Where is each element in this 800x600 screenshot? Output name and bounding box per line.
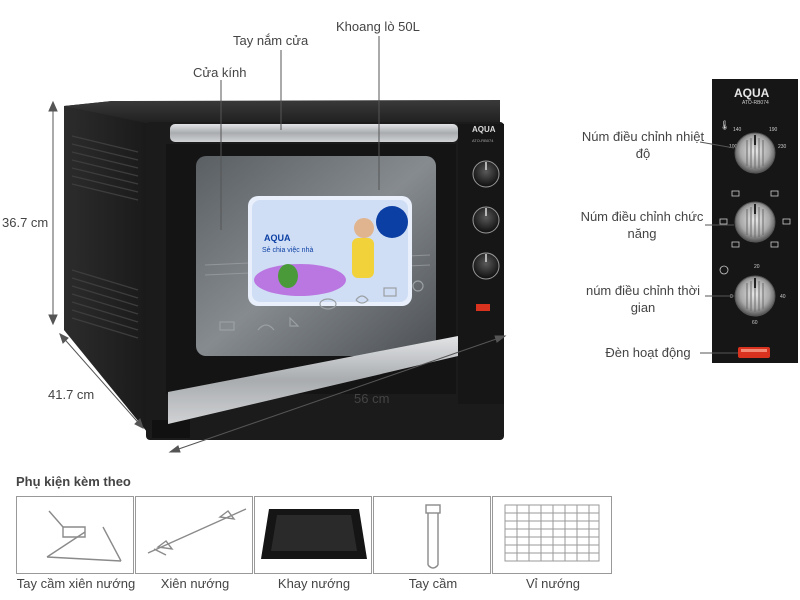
width-dimension: 56 cm [354, 391, 390, 406]
accessory-label-spit: Xiên nướng [160, 576, 230, 591]
accessory-baking-tray [254, 496, 372, 574]
svg-text:Sẻ chia việc nhà: Sẻ chia việc nhà [262, 247, 313, 254]
wire-rack-icon [504, 504, 600, 562]
door-handle-label: Tay nắm cửa [233, 33, 309, 48]
baking-tray-icon [261, 509, 367, 559]
accessories-title: Phụ kiện kèm theo [16, 474, 131, 489]
svg-text:100: 100 [729, 144, 738, 150]
glass-door-label: Cửa kính [193, 65, 247, 80]
svg-text:🌡: 🌡 [719, 120, 730, 130]
temperature-knob-label: Núm điều chỉnh nhiệt độ [581, 129, 705, 161]
svg-text:AQUA: AQUA [264, 233, 291, 243]
function-knob-label: Núm điều chỉnh chức năng [580, 209, 704, 241]
accessory-rotisserie-spit [135, 496, 253, 574]
svg-text:20: 20 [754, 264, 760, 270]
door-handle [170, 124, 458, 142]
door-function-icons [219, 280, 424, 331]
svg-text:140: 140 [733, 127, 742, 133]
indicator-light [738, 347, 770, 358]
svg-text:60: 60 [752, 320, 758, 326]
svg-text:AQUA: AQUA [472, 125, 496, 134]
accessory-label-skewer-handle: Tay cầm xiên nướng [16, 576, 136, 591]
callout-lines [220, 36, 380, 230]
skewer-handle-icon [46, 510, 122, 562]
chamber-label: Khoang lò 50L [336, 19, 420, 34]
accessory-label-rack: Vỉ nướng [525, 576, 581, 591]
accessory-skewer-handle [16, 496, 134, 574]
dimension-lines [48, 100, 507, 453]
tray-handle-icon [425, 504, 441, 569]
oven-control-column: AQUA ATO-RB074 [458, 124, 504, 404]
svg-text:230: 230 [778, 144, 787, 150]
control-panel-closeup: AQUA ATO-RB074 🌡 100 140 190 230 0 20 40… [712, 79, 798, 363]
timer-knob-label: núm điều chỉnh thời gian [585, 283, 701, 315]
svg-text:40: 40 [780, 294, 786, 300]
svg-text:AQUA: AQUA [734, 86, 770, 100]
promo-sticker: AQUA Sẻ chia việc nhà [248, 196, 412, 306]
svg-text:ATO-RB074: ATO-RB074 [472, 138, 494, 143]
svg-text:ATO-RB074: ATO-RB074 [742, 100, 769, 106]
accessory-label-tray: Khay nướng [277, 576, 351, 591]
accessory-label-handle: Tay cầm [408, 576, 458, 591]
accessory-tray-handle [373, 496, 491, 574]
indicator-light-label: Đèn hoạt động [605, 345, 691, 360]
svg-text:0: 0 [730, 294, 733, 300]
accessory-wire-rack [492, 496, 612, 574]
svg-text:190: 190 [769, 127, 778, 133]
depth-dimension: 41.7 cm [48, 387, 95, 402]
rotisserie-spit-icon [147, 508, 247, 556]
panel-callout-lines [699, 141, 738, 354]
height-dimension: 36.7 cm [2, 215, 49, 230]
